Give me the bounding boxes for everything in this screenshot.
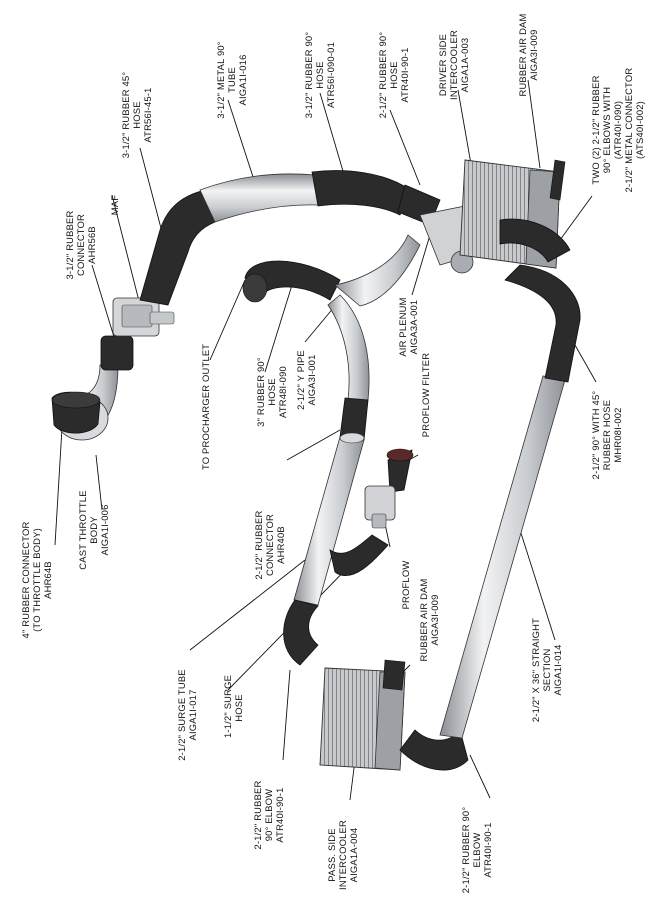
rubber-elbows-pair [499,218,571,263]
maf-sensor [112,297,175,337]
proflow-valve [364,485,396,529]
rubber-hose-45 [139,189,216,306]
rubber-connector-4in [51,391,101,434]
rubber-hose-90-35 [311,170,411,216]
metal-tube-90 [199,173,319,223]
rubber-hose-90-45 [504,264,581,383]
rubber-hose-3in-90 [242,260,341,303]
rubber-connector-35 [100,335,134,371]
rubber-elbow-bottom [399,729,469,771]
label-maf: MAF [109,194,120,216]
rubber-elbow-left [283,599,319,666]
label-procharger-outlet: TO PROCHARGER OUTLET [200,343,211,470]
surge-hose [329,534,389,576]
surge-tube [293,432,365,606]
pass-side-intercooler [319,659,406,771]
label-proflow: PROFLOW [400,560,411,610]
label-throttle-connector: 4" RUBBER CONNECTOR(TO THROTTLE BODY)AHR… [20,521,53,639]
label-proflow-filter: PROFLOW FILTER [420,352,431,438]
proflow-filter [386,448,414,493]
